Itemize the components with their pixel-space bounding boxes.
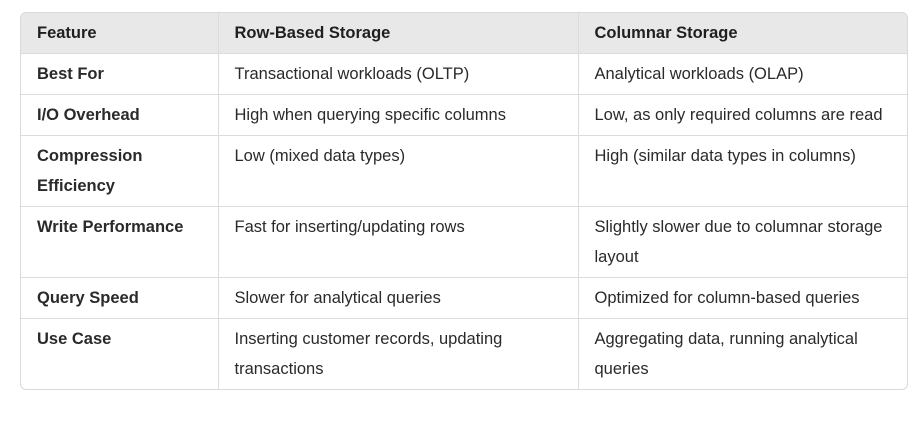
- feature-cell: Query Speed: [21, 277, 219, 319]
- columnar-cell: Low, as only required columns are read: [578, 94, 907, 136]
- row-based-cell: Inserting customer records, updating tra…: [218, 318, 579, 389]
- header-feature: Feature: [21, 13, 219, 54]
- columnar-cell: Aggregating data, running analytical que…: [594, 330, 858, 378]
- row-based-cell: High when querying specific columns: [218, 94, 579, 136]
- columnar-cell: Analytical workloads (OLAP): [578, 53, 907, 95]
- row-based-cell: Low (mixed data types): [218, 135, 579, 207]
- header-row-based-storage: Row-Based Storage: [218, 13, 579, 54]
- feature-cell: Best For: [21, 53, 219, 95]
- header-row: Feature Row-Based Storage Columnar Stora…: [21, 13, 907, 54]
- table-row: Compression Efficiency Low (mixed data t…: [21, 135, 907, 207]
- table-row: Query Speed Slower for analytical querie…: [21, 277, 907, 319]
- table-header: Feature Row-Based Storage Columnar Stora…: [21, 13, 907, 54]
- feature-cell: I/O Overhead: [21, 94, 219, 136]
- feature-cell: Use Case: [21, 318, 219, 389]
- columnar-cell: High (similar data types in columns): [578, 135, 907, 207]
- header-columnar-storage: Columnar Storage: [578, 13, 907, 54]
- row-based-cell: Slower for analytical queries: [218, 277, 579, 319]
- table-row: Best For Transactional workloads (OLTP) …: [21, 53, 907, 95]
- columnar-cell: Optimized for column-based queries: [578, 277, 907, 319]
- comparison-table-container: Feature Row-Based Storage Columnar Stora…: [20, 12, 908, 390]
- columnar-cell: Slightly slower due to columnar storage …: [578, 206, 907, 278]
- row-based-cell: Fast for inserting/updating rows: [218, 206, 579, 278]
- table-body: Best For Transactional workloads (OLTP) …: [21, 53, 907, 389]
- feature-cell: Write Performance: [21, 206, 219, 278]
- comparison-table: Feature Row-Based Storage Columnar Stora…: [21, 13, 907, 389]
- table-row: I/O Overhead High when querying specific…: [21, 94, 907, 136]
- feature-cell: Compression Efficiency: [21, 135, 219, 207]
- table-row: Use Case Inserting customer records, upd…: [21, 318, 907, 389]
- row-based-cell: Transactional workloads (OLTP): [218, 53, 579, 95]
- table-row: Write Performance Fast for inserting/upd…: [21, 206, 907, 278]
